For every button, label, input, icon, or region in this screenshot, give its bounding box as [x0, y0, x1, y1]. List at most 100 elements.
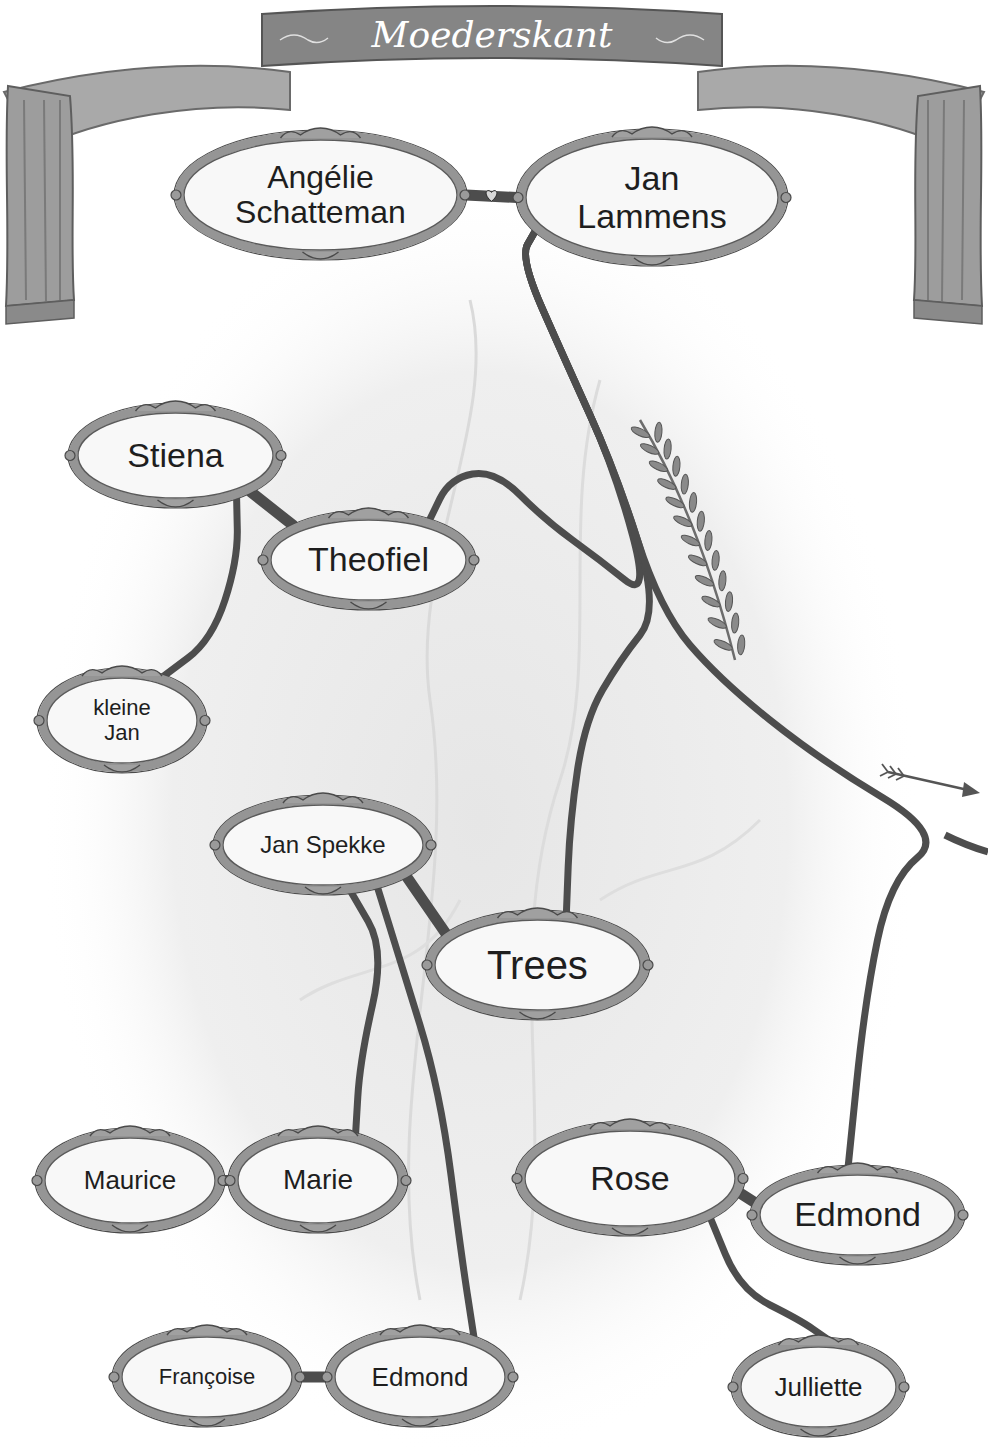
frame-outline — [112, 1327, 302, 1427]
person-name: Edmond — [372, 1363, 469, 1392]
person-name: Françoise — [159, 1365, 256, 1389]
laurel-leaf — [672, 514, 693, 529]
name-oval: kleine Jan — [32, 663, 212, 778]
frame-curl — [426, 840, 436, 850]
heart-ornament — [486, 191, 497, 202]
name-oval: Angélie Schatteman — [169, 125, 472, 265]
node-content: Rose — [590, 1160, 669, 1197]
direction-arrow — [888, 772, 968, 790]
watercolor-wash — [40, 180, 920, 1456]
frame-crest — [136, 401, 216, 411]
node-content: Jan Lammens — [567, 160, 737, 235]
node-content: kleine Jan — [87, 696, 157, 744]
title-ribbon — [262, 6, 722, 66]
person-name: Angélie Schatteman — [228, 160, 413, 230]
frame-foot — [634, 258, 670, 265]
frame-curl — [32, 1176, 42, 1186]
frame-inner-line — [223, 805, 423, 885]
frame-foot — [840, 1257, 876, 1264]
frame-foot — [300, 1225, 336, 1232]
frame-outline — [261, 510, 476, 610]
frame-ring — [736, 1342, 901, 1432]
frame-inner-line — [760, 1175, 955, 1255]
frame-outline — [515, 1121, 745, 1236]
person-name: Rose — [590, 1160, 669, 1197]
node-content: Theofiel — [308, 541, 429, 578]
name-oval: Jan Lammens — [511, 124, 793, 271]
frame-inner-line — [45, 1138, 215, 1223]
laurel-stem — [640, 420, 735, 660]
frame-foot — [801, 1429, 837, 1436]
frame-curl — [210, 840, 220, 850]
drape-tail — [914, 86, 982, 306]
frame-curl — [171, 190, 181, 200]
trunk-continuation — [945, 835, 988, 852]
laurel-leaf — [718, 570, 727, 591]
node-content: Julliette — [774, 1373, 862, 1402]
frame-inner-line — [526, 139, 778, 256]
frame-curl — [258, 555, 268, 565]
frame-crest — [283, 793, 363, 803]
person-name: Stiena — [127, 437, 223, 474]
frame-outline — [35, 1128, 225, 1233]
frame-outline — [213, 795, 433, 895]
name-oval: Rose — [510, 1116, 750, 1241]
frame-ring — [117, 1332, 297, 1422]
laurel-leaf — [731, 613, 740, 634]
plant-sketch — [409, 300, 477, 1300]
node-content: Trees — [487, 943, 588, 987]
frame-ring — [755, 1170, 960, 1260]
laurel-leaf — [648, 459, 669, 474]
frame-curl — [34, 716, 44, 726]
name-oval: Françoise — [107, 1322, 307, 1432]
frame-ring — [179, 135, 462, 255]
arrow-head — [962, 782, 980, 797]
frame-outline — [731, 1337, 906, 1437]
frame-ring — [430, 915, 645, 1015]
frame-outline — [425, 910, 650, 1020]
descent-line — [526, 231, 926, 1166]
frame-foot — [104, 765, 140, 772]
frame-outline — [750, 1165, 965, 1265]
name-oval: Maurice — [30, 1123, 230, 1238]
name-oval: Theofiel — [256, 505, 481, 615]
laurel-leaf — [680, 474, 689, 495]
frame-outline — [325, 1327, 515, 1427]
name-oval: Edmond — [745, 1160, 970, 1270]
couple-bar — [251, 492, 293, 526]
node-content: Marie — [283, 1165, 353, 1196]
name-oval: Marie — [223, 1123, 413, 1238]
frame-curl — [469, 555, 479, 565]
laurel-leaf — [696, 511, 705, 532]
frame-crest — [82, 666, 162, 676]
laurel-leaf — [663, 439, 672, 460]
laurel-leaf — [687, 553, 708, 568]
frame-outline — [174, 130, 467, 260]
frame-ring — [73, 408, 278, 503]
name-oval: Julliette — [726, 1332, 911, 1442]
person-name: Jan Lammens — [567, 160, 737, 235]
frame-crest — [380, 1325, 460, 1335]
frame-outline — [228, 1128, 408, 1233]
couple-bar — [407, 877, 447, 935]
laurel-leaf — [630, 425, 651, 440]
drape-tail — [6, 86, 74, 306]
name-oval: Trees — [420, 905, 655, 1025]
drape-fringe — [914, 300, 982, 324]
node-content: Angélie Schatteman — [228, 160, 413, 230]
descent-line — [526, 231, 650, 913]
frame-curl — [728, 1382, 738, 1392]
frame-crest — [612, 127, 692, 137]
couple-bar — [740, 1193, 755, 1202]
frame-curl — [276, 451, 286, 461]
frame-curl — [225, 1176, 235, 1186]
node-content: Edmond — [794, 1196, 921, 1233]
frame-foot — [612, 1228, 648, 1235]
drape-fold — [928, 100, 964, 302]
arrow-fletching — [880, 764, 904, 780]
person-name: Maurice — [84, 1166, 176, 1195]
frame-crest — [90, 1126, 170, 1136]
frame-outline — [37, 668, 207, 773]
laurel-leaf — [656, 477, 677, 492]
